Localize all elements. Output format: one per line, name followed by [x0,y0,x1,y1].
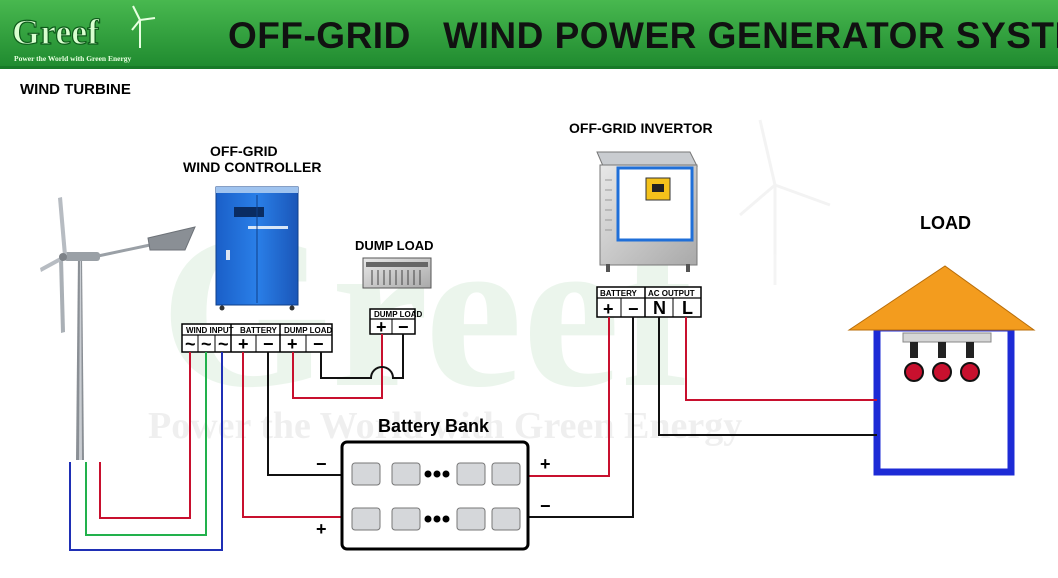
dump-load-unit [362,257,432,289]
controller-terminal-dump-neg: − [313,334,324,354]
battery-icon [351,462,521,531]
controller-terminal-bat-pos: + [238,334,249,354]
controller-terminal-block: WIND INPUT BATTERY DUMP LOAD ~ ~ ~ + − +… [181,323,333,354]
label-dump-load: DUMP LOAD [355,238,433,253]
inverter-battery-label: BATTERY [600,289,638,298]
controller-wind-input-label: WIND INPUT [186,326,234,335]
controller-terminal-ac2: ~ [201,334,212,354]
tail-fin-icon [147,226,196,251]
dump-load-terminal-block: DUMP LOAD + − [369,308,423,337]
load-house [847,265,1036,476]
battery-bank-label: Battery Bank [378,416,490,436]
label-wind-turbine: WIND TURBINE [20,81,131,98]
label-load: LOAD [920,213,971,233]
wires [69,317,877,551]
label-controller-line1: OFF-GRID [210,143,278,159]
header-bar: Greef Power the World with Green Energy … [0,0,1058,69]
controller-dump-load-label: DUMP LOAD [284,326,333,335]
dump-load-terminal-pos: + [376,317,387,337]
controller-terminal-ac3: ~ [218,334,229,354]
dump-load-terminal-neg: − [398,317,409,337]
label-controller-line2: WIND CONTROLLER [183,159,321,175]
label-inverter: OFF-GRID INVERTOR [569,120,713,136]
controller-battery-label: BATTERY [240,326,278,335]
wind-turbine-icon [40,197,196,460]
logo-tagline: Power the World with Green Energy [14,54,132,63]
battery-sign-right-top: + [540,454,551,474]
inverter-terminal-l: L [682,298,693,318]
inverter-terminal-pos: + [603,299,614,319]
page-title: OFF-GRID WIND POWER GENERATOR SYSTEM [228,15,1058,56]
inverter-terminal-n: N [653,298,666,318]
inverter-terminal-neg: − [628,299,639,319]
controller-terminal-dump-pos: + [287,334,298,354]
battery-sign-left-top: − [316,454,327,474]
inverter-cabinet [596,151,698,272]
battery-sign-left-bottom: + [316,519,327,539]
controller-terminal-ac1: ~ [185,334,196,354]
wind-controller-cabinet [215,186,299,311]
battery-bank: Battery Bank − + + − [316,416,551,551]
bulb-icon [904,342,980,382]
watermark-tagline: Power the World with Green Energy [148,405,742,447]
dump-load-terminal-label: DUMP LOAD [374,310,423,319]
logo-text: Greef [12,12,100,52]
inverter-terminal-block: BATTERY AC OUTPUT + − N L [596,286,702,319]
battery-sign-right-bottom: − [540,496,551,516]
controller-terminal-bat-neg: − [263,334,274,354]
inverter-ac-output-label: AC OUTPUT [648,289,695,298]
logo-turbine-icon [131,5,156,48]
